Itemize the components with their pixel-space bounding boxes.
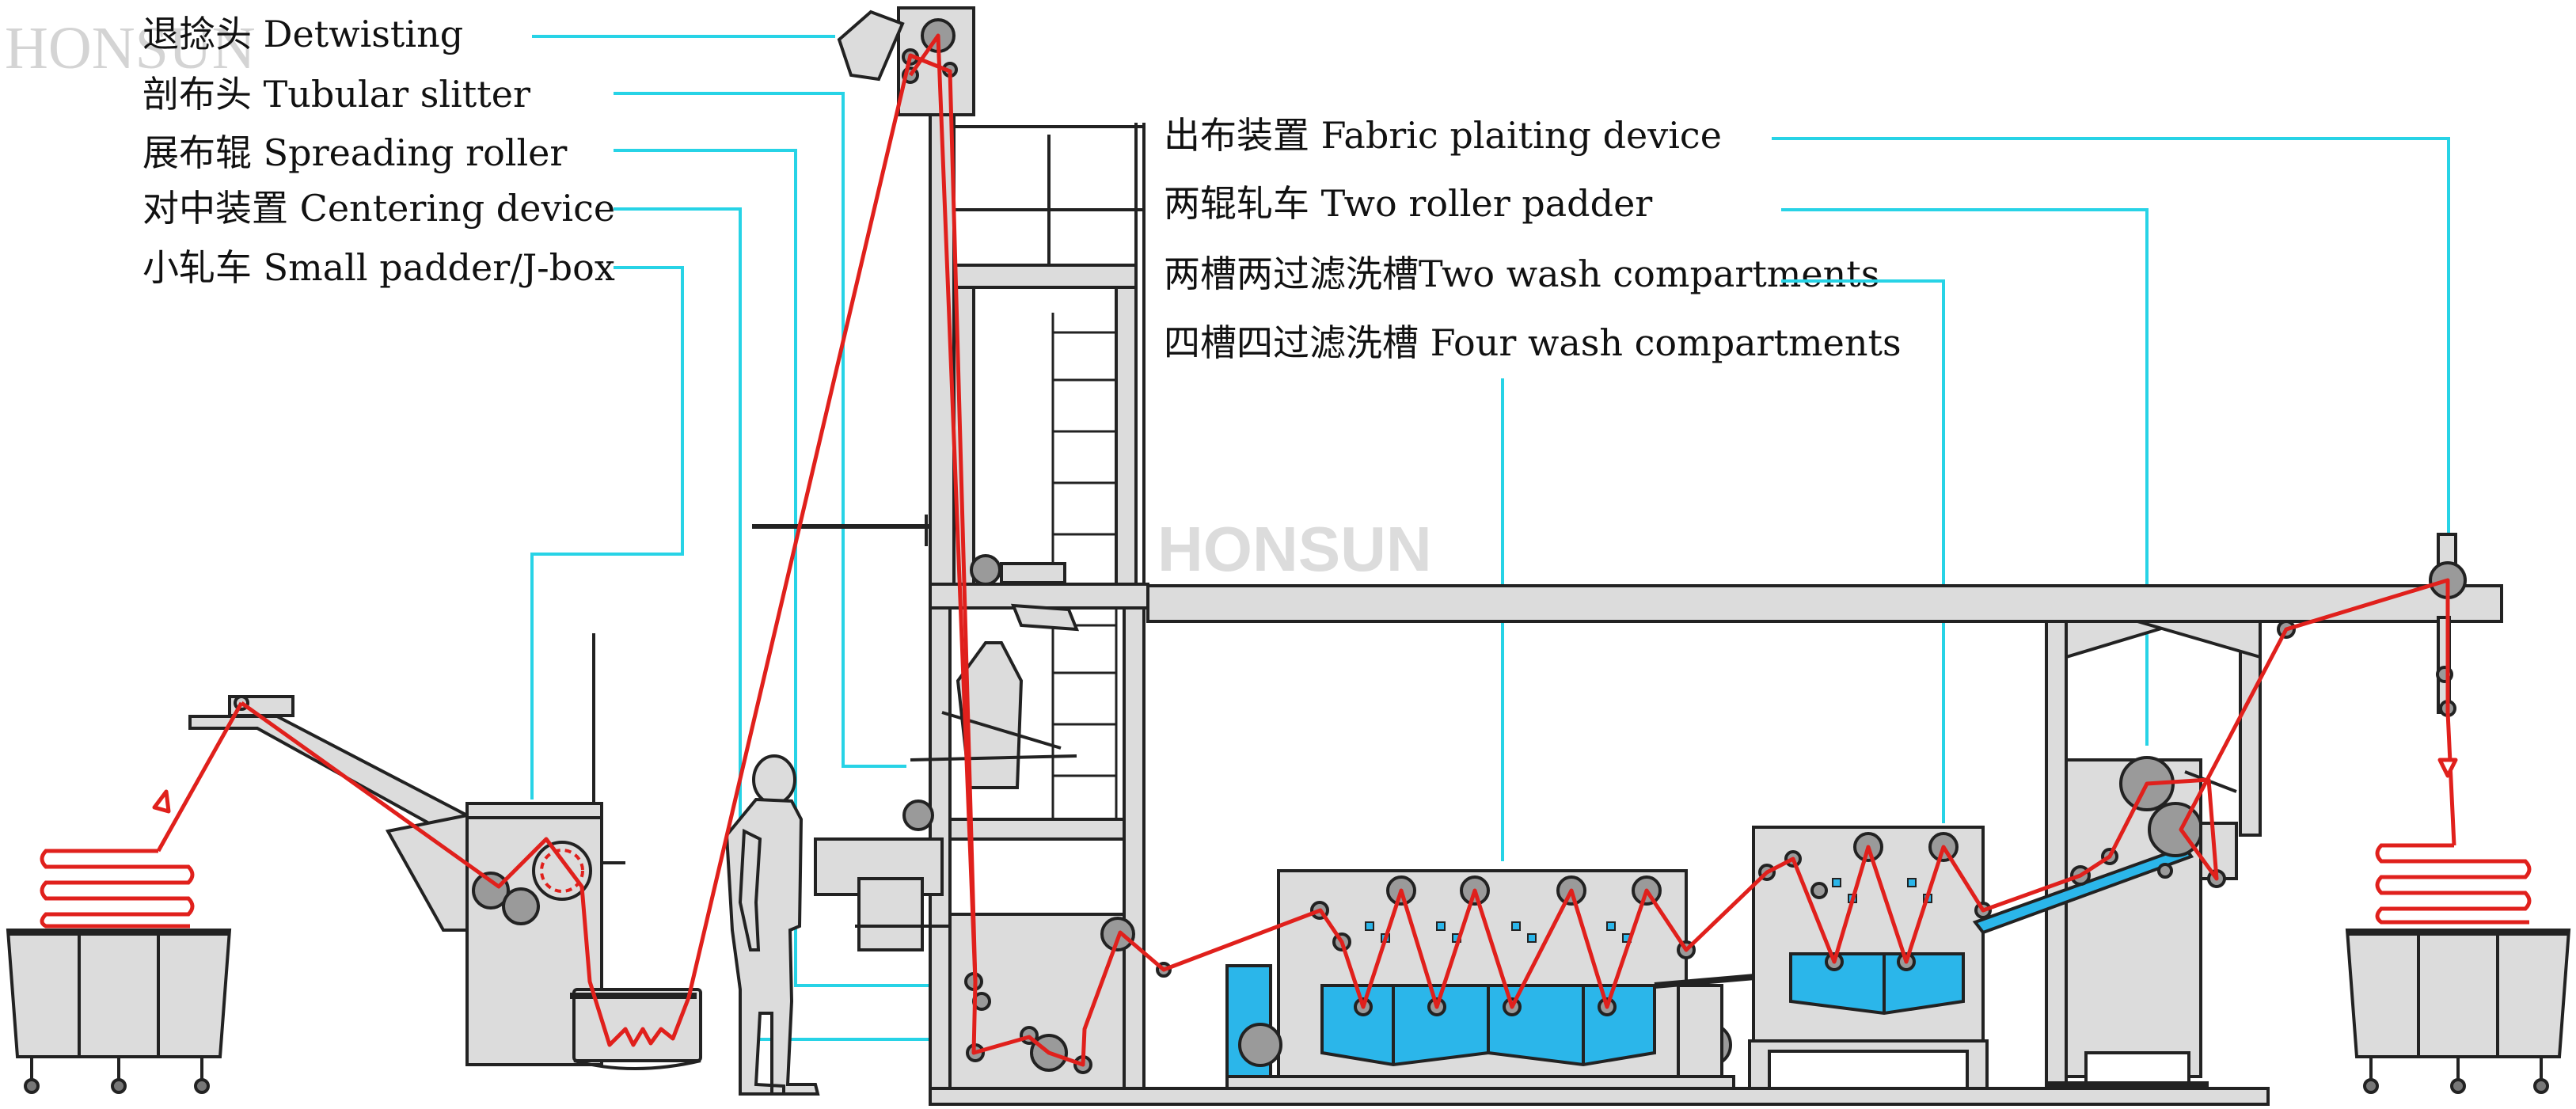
leader-spreading-roller: [614, 149, 950, 987]
corner-watermark: HONSUN: [5, 15, 256, 82]
small-padder-rollers: [234, 695, 592, 925]
label-detwisting: 退捻头 Detwisting: [142, 16, 463, 52]
label-en: Two roller padder: [1320, 182, 1653, 225]
label-zh: 对中装置: [142, 187, 288, 230]
leader-two-roller: [1781, 208, 2149, 746]
label-en: Four wash compartments: [1430, 321, 1902, 364]
label-two-roller-padder: 两辊轧车 Two roller padder: [1164, 185, 1652, 222]
outlet-trolley: [2345, 929, 2571, 1094]
label-en: Spreading roller: [263, 131, 568, 174]
label-en: Tubular slitter: [263, 73, 530, 116]
label-small-padder: 小轧车 Small padder/J-box: [142, 249, 615, 286]
label-en: Centering device: [299, 187, 616, 230]
label-en: Small padder/J-box: [263, 246, 615, 289]
operator-figure: [724, 754, 820, 1096]
label-four-wash-compartments: 四槽四过滤洗槽 Four wash compartments: [1164, 325, 1902, 361]
label-zh: 剖布头: [142, 73, 252, 116]
base-rail: [929, 1087, 2270, 1106]
four-wash-tank: [1225, 869, 1774, 1092]
label-tubular-slitter: 剖布头 Tubular slitter: [142, 76, 530, 112]
two-wash-tank: [1748, 826, 1989, 1090]
label-zh: 两槽两过滤洗槽: [1164, 253, 1419, 295]
label-en: Fabric plaiting device: [1320, 114, 1722, 157]
leader-centering-device: [614, 207, 954, 1041]
label-zh: 展布辊: [142, 131, 252, 174]
centering-mechanism: [814, 554, 1080, 951]
fabric-path: [152, 33, 2458, 1067]
two-roller-padder: [1972, 756, 2238, 1088]
label-en: Detwisting: [263, 13, 464, 55]
center-watermark: HONSUN: [1157, 514, 1432, 584]
small-padder: [188, 633, 702, 1070]
label-zh: 四槽四过滤洗槽: [1164, 321, 1419, 364]
label-zh: 小轧车: [142, 246, 252, 289]
label-two-wash-compartments: 两槽两过滤洗槽Two wash compartments: [1164, 256, 1879, 292]
overhead-beam: [1146, 533, 2503, 1094]
label-en: Two wash compartments: [1419, 253, 1880, 295]
label-spreading-roller: 展布辊 Spreading roller: [142, 135, 567, 171]
inlet-trolley: [6, 929, 232, 1094]
outlet-fabric-stack: [2375, 843, 2532, 925]
label-centering-device: 对中装置 Centering device: [142, 190, 615, 226]
leader-lines: [530, 35, 2450, 1041]
main-tower: [752, 6, 1149, 1100]
label-zh: 出布装置: [1164, 114, 1309, 157]
label-zh: 退捻头: [142, 13, 252, 55]
leader-small-padder: [530, 266, 684, 799]
inlet-fabric-stack: [40, 849, 195, 929]
label-fabric-plaiting-device: 出布装置 Fabric plaiting device: [1164, 117, 1722, 154]
leader-plaiting: [1772, 137, 2450, 542]
leader-two-wash: [1781, 279, 1945, 823]
label-zh: 两辊轧车: [1164, 182, 1309, 225]
leader-tubular-slitter: [614, 92, 906, 768]
